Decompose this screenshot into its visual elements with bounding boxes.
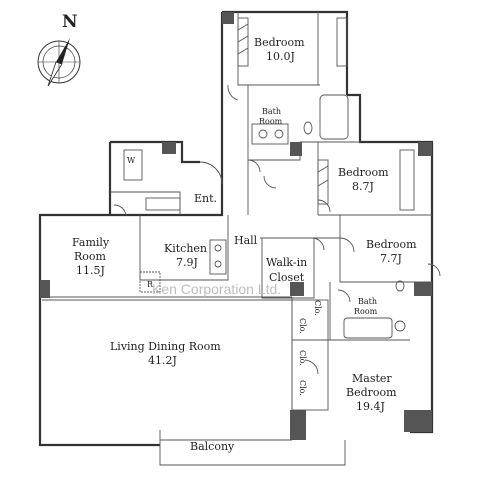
- fridge-mark: R: [147, 280, 154, 289]
- door-swings: [113, 84, 441, 375]
- closet-marks-bedroom2: [317, 149, 415, 211]
- bath1-line1: Bath: [262, 107, 281, 116]
- fridge-box: [139, 271, 161, 293]
- stove-box: [209, 239, 227, 275]
- closet-label-4: Clo.: [313, 300, 322, 316]
- washer-box: [123, 149, 143, 181]
- living-size: 41.2J: [148, 354, 177, 367]
- bath-fixtures: [251, 94, 406, 339]
- closet-label-3: Clo.: [298, 380, 307, 396]
- bedroom3-name: Bedroom: [366, 238, 417, 251]
- master-line2: Bedroom: [346, 386, 397, 399]
- bedroom1-name: Bedroom: [254, 36, 305, 49]
- family-size: 11.5J: [76, 264, 105, 277]
- bath2-line1: Bath: [358, 297, 377, 306]
- walkin-line1: Walk-in: [266, 256, 307, 269]
- interior-walls: [42, 12, 432, 466]
- structural-pillars: [40, 12, 432, 440]
- hall-name: Hall: [234, 234, 258, 247]
- living-name: Living Dining Room: [110, 340, 221, 353]
- master-size: 19.4J: [356, 400, 385, 413]
- kitchen-size: 7.9J: [176, 256, 198, 269]
- bedroom1-size: 10.0J: [266, 50, 295, 63]
- closet-marks-bedroom1: [237, 17, 348, 67]
- compass-needle-icon: [56, 38, 70, 64]
- compass: N: [37, 12, 81, 87]
- closet-label-2: Clo.: [298, 350, 307, 366]
- family-line2: Room: [74, 250, 107, 263]
- compass-north-label: N: [62, 12, 78, 32]
- bath2-line2: Room: [354, 307, 378, 316]
- washer-mark: W: [127, 156, 136, 165]
- entrance-name: Ent.: [194, 192, 217, 205]
- bedroom2-size: 8.7J: [352, 180, 374, 193]
- room-labels: Bedroom 10.0J Bath Room Bedroom 8.7J Ent…: [72, 36, 417, 453]
- watermark: Ken Corporation Ltd.: [152, 281, 281, 297]
- bedroom2-name: Bedroom: [338, 166, 389, 179]
- appliances: W R: [123, 149, 227, 293]
- kitchen-name: Kitchen: [164, 242, 207, 255]
- bedroom3-size: 7.7J: [380, 252, 402, 265]
- walkin-line2: Closet: [269, 271, 305, 284]
- balcony-name: Balcony: [190, 440, 235, 453]
- family-line1: Family: [72, 236, 110, 249]
- closet-row: Clo. Clo. Clo. Clo.: [291, 299, 329, 411]
- master-line1: Master: [352, 372, 392, 385]
- bath1-line2: Room: [259, 117, 283, 126]
- closet-label-1: Clo.: [298, 318, 307, 334]
